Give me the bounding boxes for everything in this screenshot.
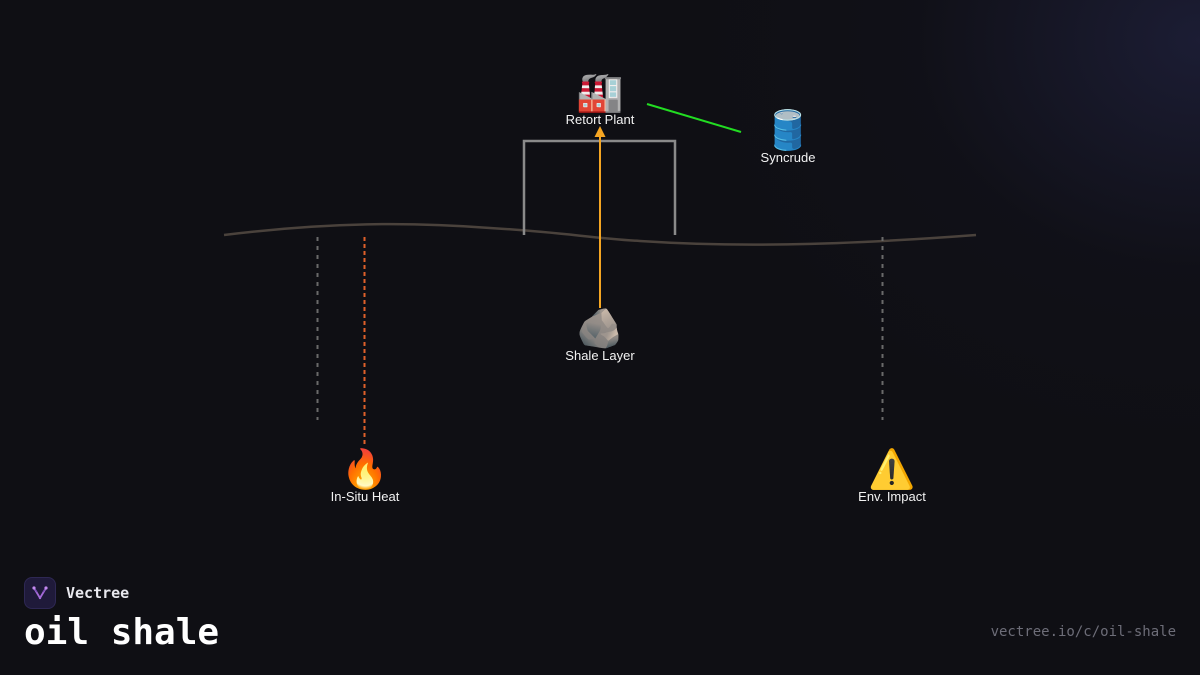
page-title: oil shale — [24, 612, 220, 653]
node-label-shale-layer: Shale Layer — [565, 348, 635, 363]
node-label-syncrude: Syncrude — [760, 150, 816, 165]
warning-icon: ⚠️ — [868, 447, 916, 491]
brand-name: Vectree — [66, 584, 130, 602]
node-label-retort-plant: Retort Plant — [565, 112, 635, 127]
node-retort-plant: 🏭 Retort Plant — [566, 72, 635, 128]
node-syncrude: 🛢️ Syncrude — [761, 110, 816, 166]
factory-icon: 🏭 — [576, 70, 624, 114]
node-in-situ-heat: 🔥 In-Situ Heat — [331, 449, 400, 505]
shale-to-retort-arrowhead — [594, 126, 606, 137]
brand[interactable]: Vectree — [24, 577, 129, 609]
node-label-in-situ-heat: In-Situ Heat — [330, 489, 400, 504]
oil-barrel-icon: 🛢️ — [764, 108, 812, 152]
node-env-impact: ⚠️ Env. Impact — [858, 449, 926, 505]
node-label-env-impact: Env. Impact — [858, 489, 926, 504]
retort-to-syncrude-link — [646, 103, 742, 133]
fire-icon: 🔥 — [341, 447, 389, 491]
vectree-logo-icon — [24, 577, 56, 609]
node-shale-layer: 🪨 Shale Layer — [565, 308, 634, 364]
page-url[interactable]: vectree.io/c/oil-shale — [990, 624, 1176, 640]
rock-icon: 🪨 — [576, 306, 624, 350]
ground-surface-line — [223, 222, 977, 246]
